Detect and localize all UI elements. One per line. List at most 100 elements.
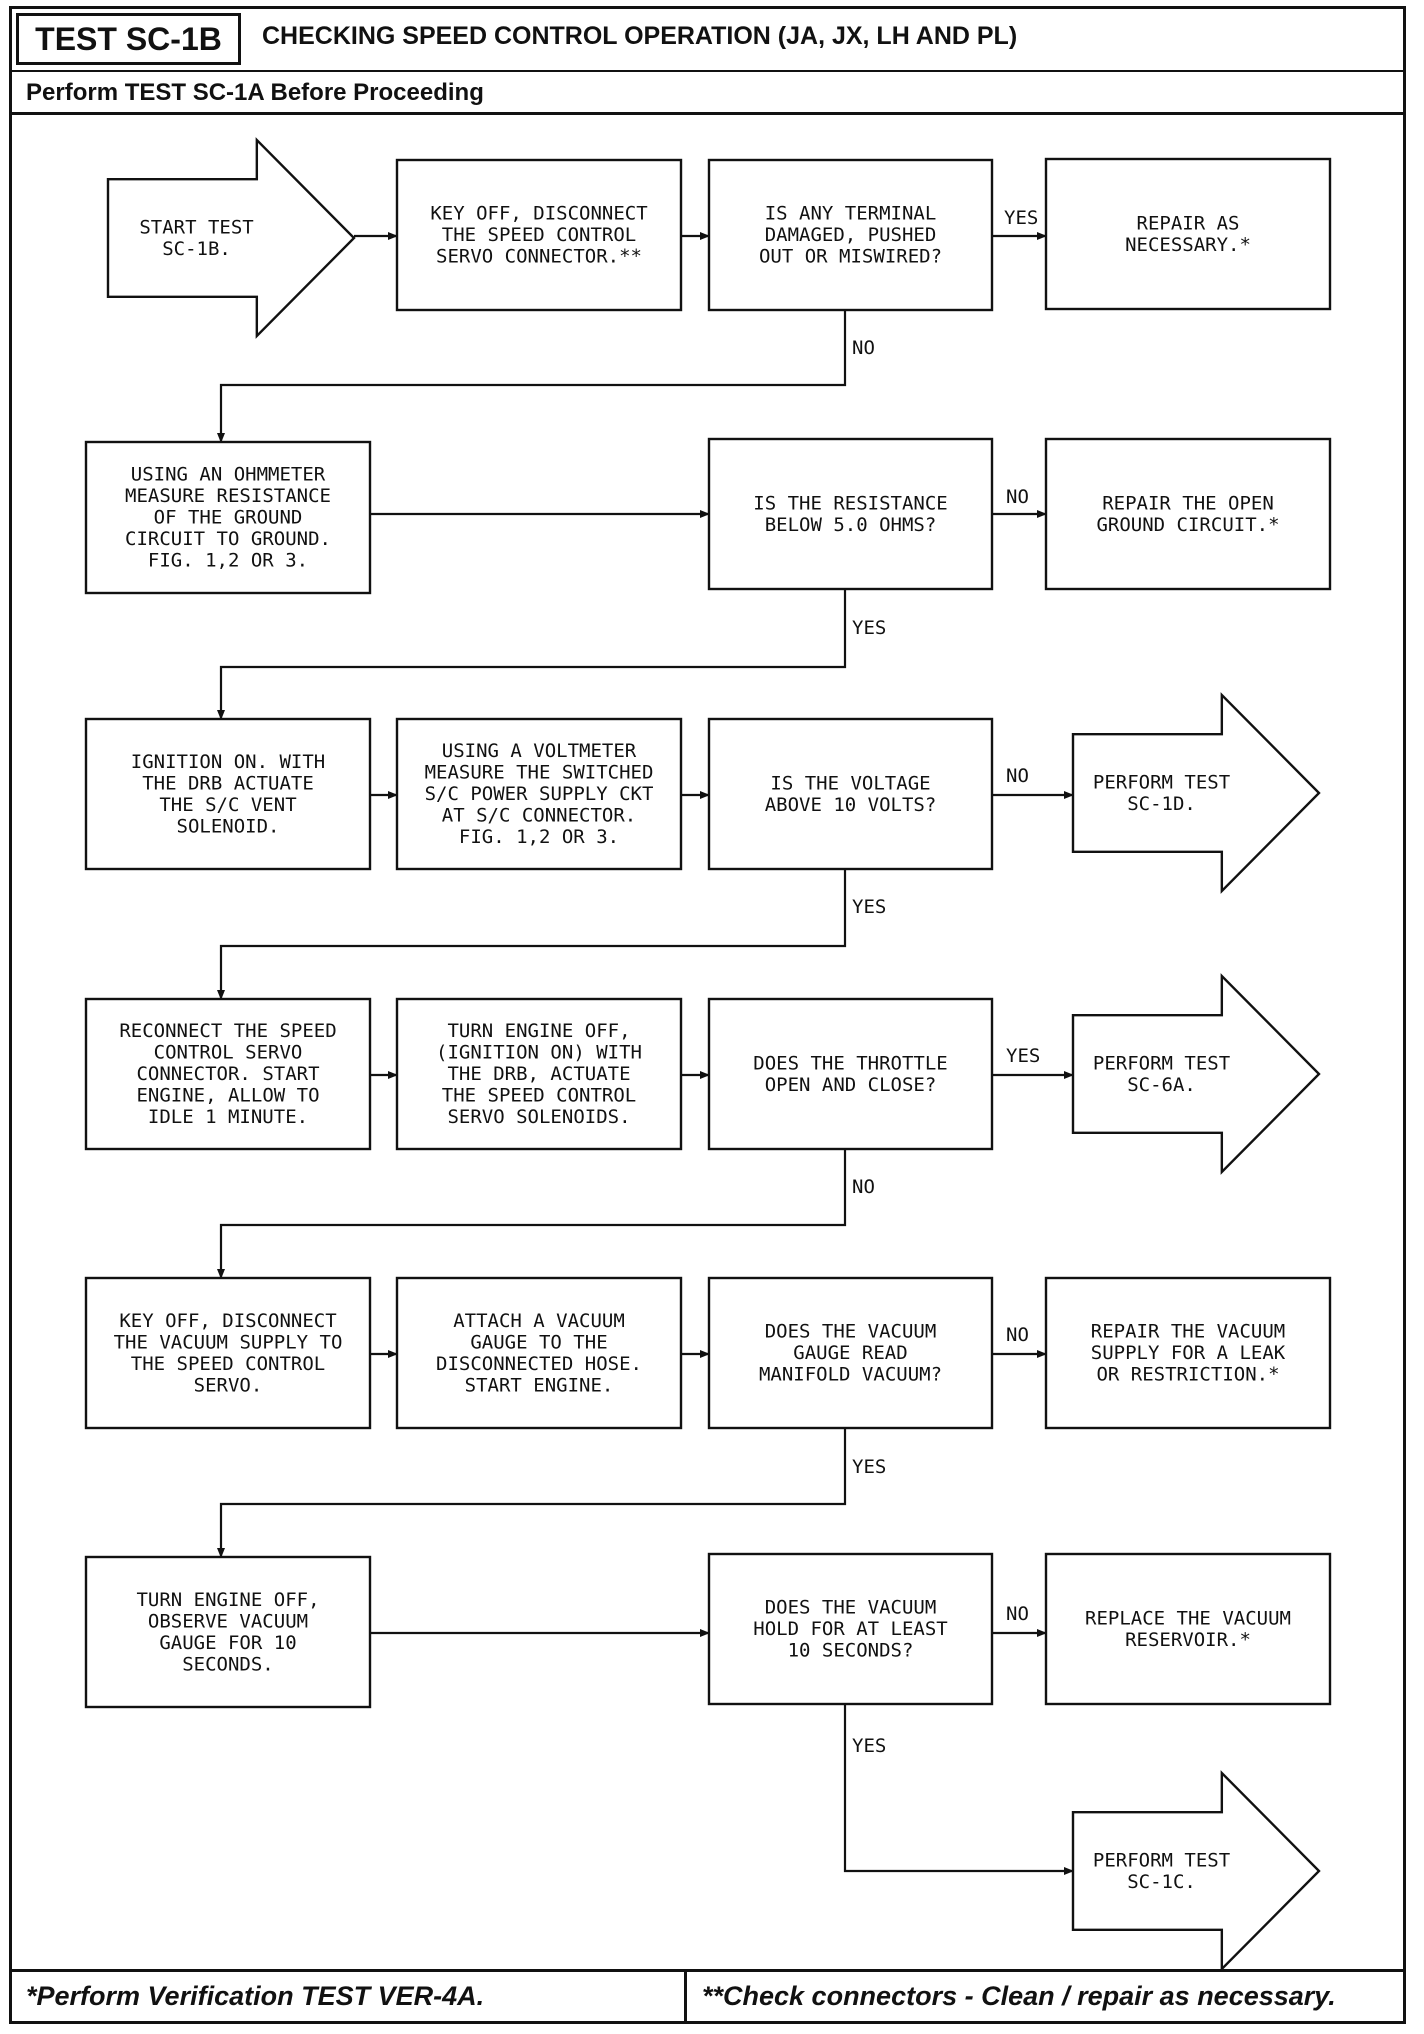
- node-text-line: DISCONNECTED HOSE.: [436, 1353, 642, 1375]
- process-box-shape: [395, 997, 683, 1151]
- node-text-line: SC-6A.: [1127, 1074, 1196, 1096]
- process-box-shape: [84, 717, 372, 871]
- node-text-line: SC-1D.: [1127, 793, 1196, 815]
- process-box-shape: [707, 158, 994, 312]
- process-box-shape: [1044, 437, 1332, 591]
- process-box-shape: [707, 997, 994, 1151]
- node-text-line: DOES THE THROTTLE: [753, 1052, 947, 1074]
- node-text-line: KEY OFF, DISCONNECT: [430, 203, 647, 225]
- node-text-line: MEASURE RESISTANCE: [125, 485, 331, 507]
- edge-label-no: NO: [852, 1176, 875, 1198]
- edge-connector: [217, 589, 847, 720]
- node-text-line: THE SPEED CONTROL: [131, 1353, 325, 1375]
- node-text-line: START ENGINE.: [465, 1374, 614, 1396]
- header-prerequisite-row: Perform TEST SC-1A Before Proceeding: [12, 72, 1403, 115]
- test-title: CHECKING SPEED CONTROL OPERATION (JA, JX…: [262, 22, 1018, 50]
- process-box-shape: [395, 1276, 683, 1430]
- footnote-connectors: **Check connectors - Clean / repair as n…: [702, 1981, 1336, 2011]
- node-text-line: SERVO.: [194, 1374, 263, 1396]
- node-text-line: USING A VOLTMETER: [442, 740, 637, 762]
- node-text-line: SC-1C.: [1127, 1871, 1196, 1893]
- edge-label-yes: YES: [1006, 1045, 1040, 1067]
- node-text-line: MEASURE THE SWITCHED: [425, 762, 654, 784]
- process-arrow-shape: [1071, 973, 1321, 1175]
- footnote-verification: *Perform Verification TEST VER-4A.: [26, 1981, 485, 2011]
- node-text-line: SERVO CONNECTOR.**: [436, 246, 642, 268]
- edge-r5q-to-r6a: YES: [217, 1428, 886, 1558]
- edge-label-no: NO: [1006, 765, 1029, 787]
- edge-connector: [217, 869, 847, 1000]
- node-text-line: DOES THE VACUUM: [765, 1597, 937, 1619]
- process-box-shape: [707, 437, 994, 591]
- edge-label-yes: YES: [852, 896, 886, 918]
- process-arrow-shape: [106, 137, 356, 339]
- node-text-line: REPAIR THE OPEN: [1102, 492, 1274, 514]
- node-text-line: ENGINE, ALLOW TO: [136, 1085, 319, 1107]
- node-text-line: IS THE VOLTAGE: [770, 772, 930, 794]
- process-box-shape: [84, 1276, 372, 1430]
- node-text-line: THE SPEED CONTROL: [442, 224, 636, 246]
- edge-connector: [217, 1428, 847, 1558]
- process-box-shape: [1044, 1276, 1332, 1430]
- header-title-row: TEST SC-1B CHECKING SPEED CONTROL OPERAT…: [12, 9, 1403, 72]
- node-text-line: GAUGE FOR 10: [159, 1632, 296, 1654]
- node-text-line: ATTACH A VACUUM: [453, 1310, 625, 1332]
- node-text-line: SC-1B.: [162, 238, 231, 260]
- node-text-line: REPAIR AS: [1137, 212, 1240, 234]
- process-box-shape: [395, 158, 683, 312]
- node-text-line: GROUND CIRCUIT.*: [1096, 514, 1279, 536]
- node-text-line: (IGNITION ON) WITH: [436, 1042, 642, 1064]
- node-text-line: ABOVE 10 VOLTS?: [765, 794, 937, 816]
- node-text-line: USING AN OHMMETER: [131, 464, 326, 486]
- edge-r3q-to-r3r: NO: [992, 765, 1074, 799]
- node-text-line: GAUGE READ: [793, 1342, 907, 1364]
- node-text-line: HOLD FOR AT LEAST: [753, 1618, 947, 1640]
- node-text-line: CONNECTOR. START: [136, 1063, 319, 1085]
- edge-label-yes: YES: [1004, 207, 1038, 229]
- node-text-line: SECONDS.: [182, 1653, 274, 1675]
- test-id: TEST SC-1B: [16, 13, 241, 65]
- edge-label-no: NO: [1006, 1603, 1029, 1625]
- edge-r1q-to-r1r: YES: [992, 207, 1047, 240]
- process-box-shape: [84, 997, 372, 1151]
- node-text-line: OUT OR MISWIRED?: [759, 246, 942, 268]
- process-box-shape: [84, 440, 372, 595]
- edge-label-yes: YES: [852, 1456, 886, 1478]
- node-text-line: SERVO SOLENOIDS.: [447, 1106, 630, 1128]
- node-text-line: SOLENOID.: [177, 815, 280, 837]
- process-box-shape: [395, 717, 683, 871]
- edge-label-yes: YES: [852, 617, 886, 639]
- process-box-shape: [1044, 1552, 1332, 1706]
- edge-label-no: NO: [1006, 486, 1029, 508]
- node-text-line: MANIFOLD VACUUM?: [759, 1364, 942, 1386]
- edge-label-no: NO: [1006, 1324, 1029, 1346]
- footer-divider: [684, 1972, 687, 2021]
- node-text-line: DOES THE VACUUM: [765, 1321, 937, 1343]
- node-text-line: IS ANY TERMINAL: [765, 203, 937, 225]
- process-box-shape: [84, 1555, 372, 1709]
- prerequisite-note: Perform TEST SC-1A Before Proceeding: [26, 79, 484, 106]
- edge-r3q-to-r4a: YES: [217, 869, 886, 1000]
- node-text-line: PERFORM TEST: [1093, 1052, 1230, 1074]
- node-text-line: IDLE 1 MINUTE.: [148, 1106, 308, 1128]
- node-text-line: NECESSARY.*: [1125, 234, 1251, 256]
- node-text-line: PERFORM TEST: [1093, 1849, 1230, 1871]
- node-text-line: CONTROL SERVO: [154, 1042, 303, 1064]
